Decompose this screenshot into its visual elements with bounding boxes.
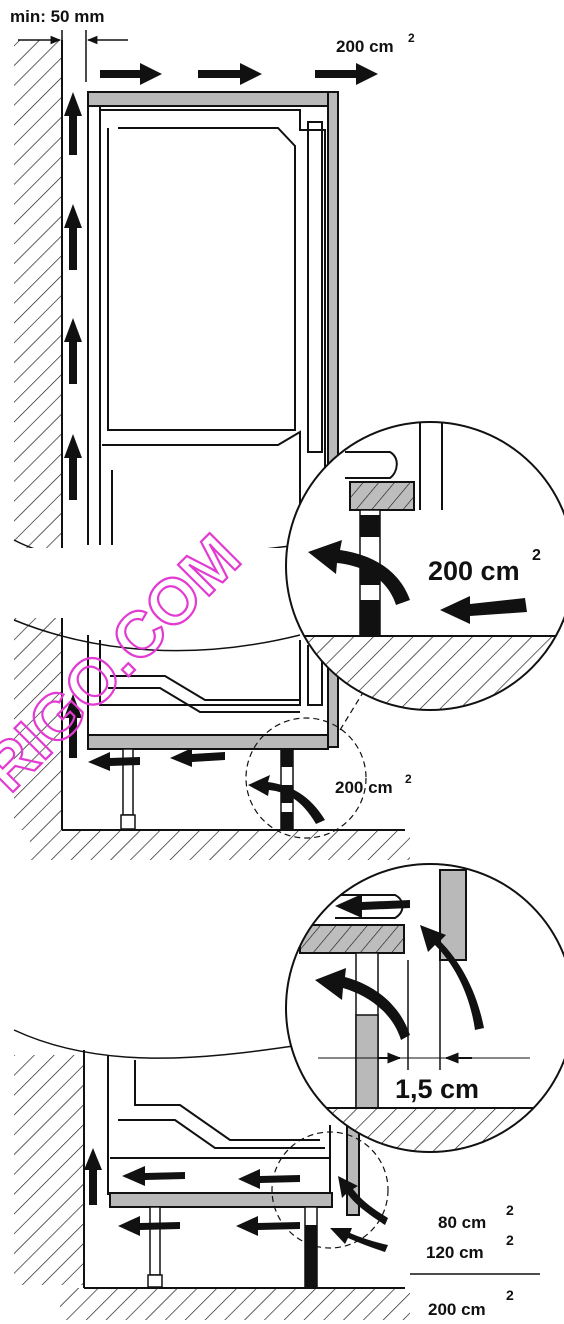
appliance-leg — [120, 748, 136, 830]
appliance-leg-bottom — [147, 1206, 163, 1288]
bottom-area-label: 200 cm — [335, 778, 393, 797]
total-area-superscript: 2 — [506, 1287, 514, 1303]
plinth-bottom — [304, 1206, 318, 1289]
top-airflow-arrows — [100, 63, 378, 85]
cabinet-side-panel — [327, 91, 339, 748]
detail-zoom-bottom — [285, 863, 564, 1153]
min-gap-label: min: 50 mm — [10, 7, 104, 26]
wall-hatch-bottom — [14, 1055, 84, 1285]
rising-air-arrows — [64, 92, 82, 758]
wall-hatch-top — [14, 40, 62, 830]
appliance-body-lower — [87, 635, 323, 735]
detail-marker-bottom — [271, 1131, 389, 1249]
zoom-area-label: 200 cm — [428, 556, 520, 586]
zoom-area-superscript: 2 — [532, 547, 541, 564]
top-vent-area-superscript: 2 — [408, 31, 415, 45]
appliance-body-bottom — [107, 1055, 331, 1195]
detail-marker-top — [245, 717, 367, 839]
bottom-area-superscript: 2 — [405, 772, 412, 786]
bottom-diagram: 1,5 cm 80 cm 2 120 cm 2 200 cm 2 — [13, 863, 564, 1320]
gap-label: 1,5 cm — [395, 1074, 479, 1104]
area-1-label: 80 cm — [438, 1213, 486, 1232]
base-plate — [87, 734, 329, 750]
cut-wave-lower — [13, 619, 301, 652]
top-diagram: min: 50 mm 200 cm 2 — [10, 7, 564, 860]
floor-hatch-top — [30, 830, 410, 860]
floor-hatch-bottom — [60, 1288, 410, 1320]
bottom-airflow-arrows-top — [88, 748, 325, 824]
cut-wave-bottom — [13, 1029, 301, 1059]
top-vent-area-label: 200 cm — [336, 37, 394, 56]
top-panel — [87, 91, 329, 107]
area-1-superscript: 2 — [506, 1202, 514, 1218]
total-area-label: 200 cm — [428, 1300, 486, 1319]
area-2-label: 120 cm — [426, 1243, 484, 1262]
min-gap-dimension — [18, 30, 128, 82]
airflow-arrows-bottom — [84, 1148, 388, 1252]
base-plate-bottom — [109, 1192, 333, 1208]
area-2-superscript: 2 — [506, 1232, 514, 1248]
appliance-body-upper — [87, 106, 326, 545]
